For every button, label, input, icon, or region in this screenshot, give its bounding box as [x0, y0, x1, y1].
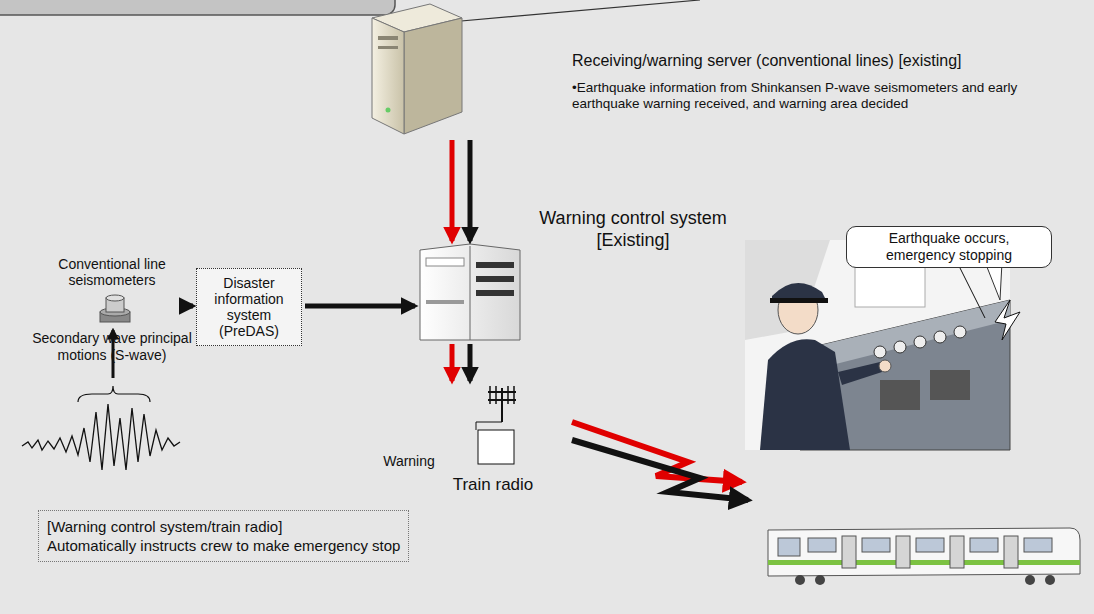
node-title: Conventional line seismometers — [44, 256, 180, 288]
node-title: Warning control system [Existing] — [528, 207, 738, 251]
node-text: Automatically instructs crew to make eme… — [47, 536, 400, 555]
control-node: Warning control system [Existing] — [418, 243, 522, 342]
radio-node: Train radio — [440, 383, 546, 495]
s-wave — [22, 404, 180, 470]
connector-arrow — [468, 344, 473, 381]
seismometer-node: Conventional line seismometers — [44, 256, 180, 324]
driver-illustration — [745, 240, 1020, 450]
bracket — [78, 386, 150, 402]
process-box: Disaster information system (PreDAS) — [196, 268, 302, 346]
connector-arrow — [450, 140, 455, 241]
train — [768, 528, 1080, 585]
node-title: Receiving/warning server (conventional l… — [572, 52, 1092, 70]
connector-arrow — [183, 304, 193, 309]
connector-arrow — [468, 140, 473, 241]
radio-wave — [572, 422, 742, 482]
network-line — [450, 0, 700, 22]
node-title: Earthquake occurs, emergency stopping — [855, 230, 1043, 264]
text-label: Warning — [376, 453, 442, 469]
node-title: [Warning control system/train radio] — [47, 517, 400, 536]
radio-wave — [572, 440, 748, 500]
radio-icon — [476, 386, 516, 464]
text-label: Secondary wave principal motions (S-wave… — [12, 330, 212, 364]
cabinet-icon — [420, 244, 520, 340]
node-title: Train radio — [430, 475, 556, 495]
panel — [0, 0, 395, 15]
server-icon — [372, 4, 462, 134]
node-text: •Earthquake information from Shinkansen … — [572, 80, 1042, 112]
seismometer-icon — [100, 295, 130, 322]
connector-arrow — [305, 304, 415, 309]
connector-arrow — [450, 344, 455, 381]
note-box: [Warning control system/train radio]Auto… — [38, 510, 409, 562]
node-title: Disaster information system (PreDAS) — [201, 275, 297, 339]
speech-bubble: Earthquake occurs, emergency stopping — [846, 226, 1052, 268]
server-node: Receiving/warning server (conventional l… — [370, 2, 464, 138]
